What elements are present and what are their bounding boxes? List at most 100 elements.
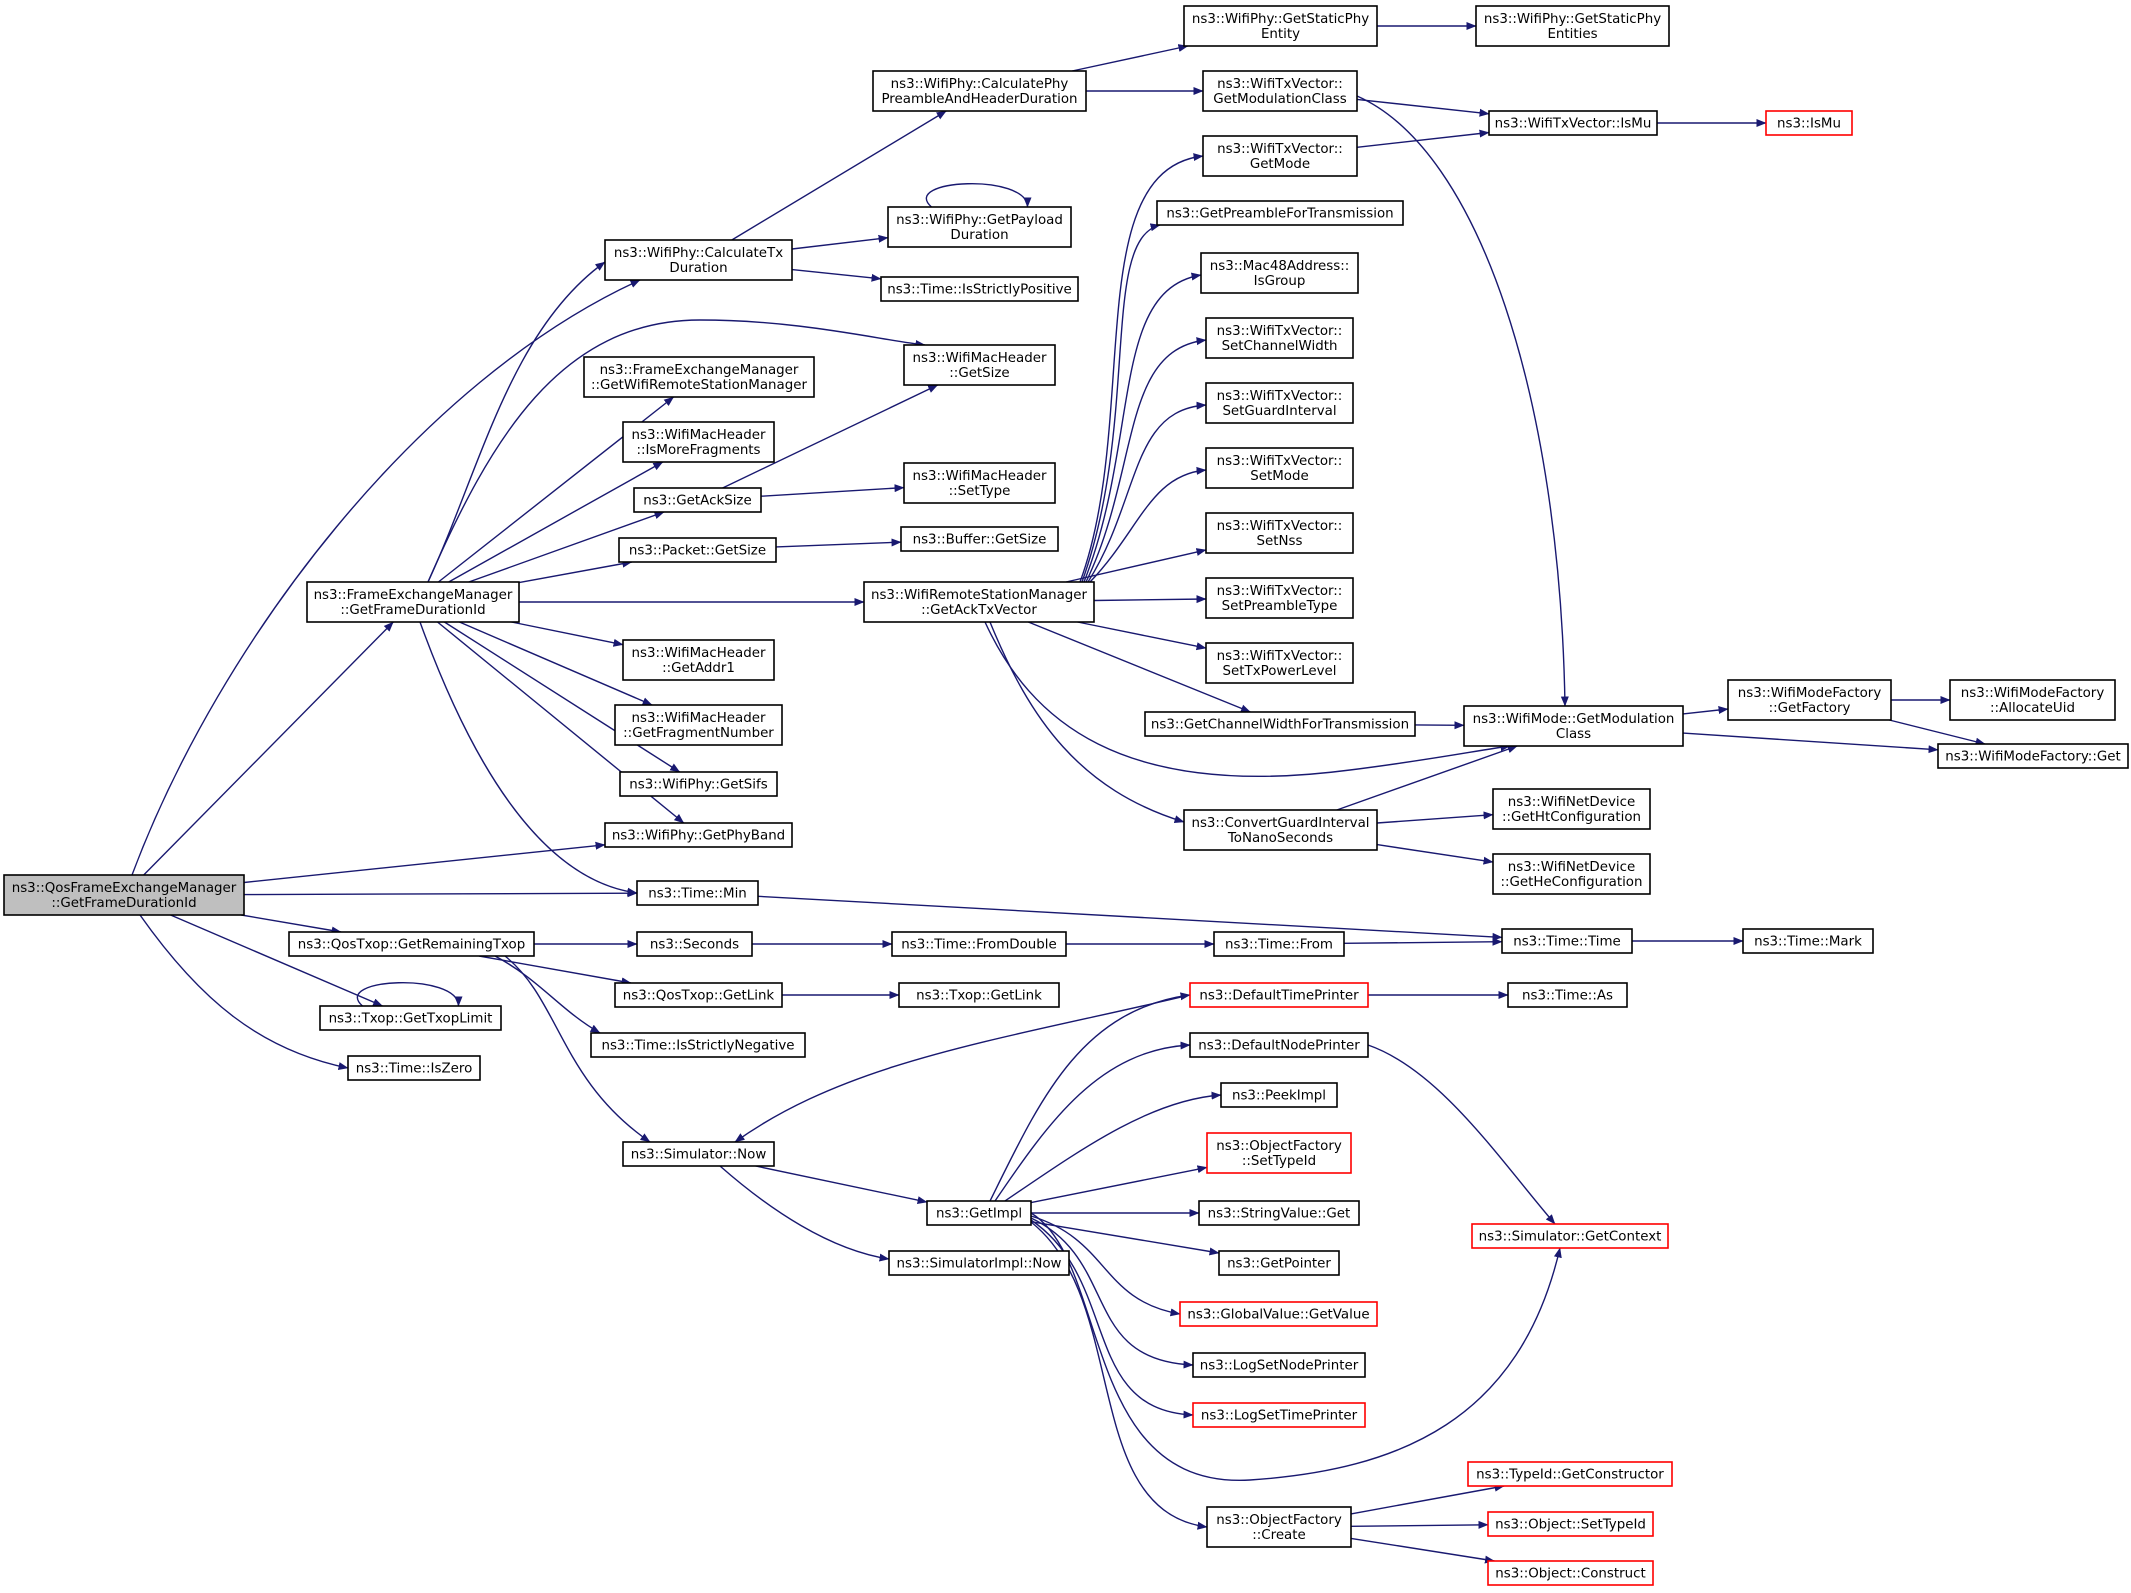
node-box[interactable] xyxy=(1183,809,1378,851)
node-box[interactable] xyxy=(622,421,775,463)
node-getpointer[interactable]: ns3::GetPointer xyxy=(1218,1250,1340,1276)
node-box[interactable] xyxy=(1765,110,1853,136)
node-box[interactable] xyxy=(1507,982,1628,1008)
node-of-sti[interactable]: ns3::ObjectFactory::SetTypeId xyxy=(1206,1132,1352,1174)
node-box[interactable] xyxy=(636,880,759,906)
node-mh-ga1[interactable]: ns3::WifiMacHeader::GetAddr1 xyxy=(622,639,775,681)
node-time-time[interactable]: ns3::Time::Time xyxy=(1501,928,1633,954)
node-time-isn[interactable]: ns3::Time::IsStrictlyNegative xyxy=(590,1032,806,1058)
node-box[interactable] xyxy=(1487,1511,1654,1537)
node-box[interactable] xyxy=(1192,1402,1366,1428)
node-box[interactable] xyxy=(1156,200,1404,226)
node-getacksize[interactable]: ns3::GetAckSize xyxy=(633,487,762,513)
node-mf-get[interactable]: ns3::WifiModeFactory::Get xyxy=(1937,743,2129,769)
node-box[interactable] xyxy=(306,581,520,623)
node-box[interactable] xyxy=(1727,679,1892,721)
node-obj-construct[interactable]: ns3::Object::Construct xyxy=(1487,1560,1654,1586)
node-box[interactable] xyxy=(900,526,1059,552)
node-mh-gsize[interactable]: ns3::WifiMacHeader::GetSize xyxy=(903,344,1056,386)
node-tv-gmc[interactable]: ns3::WifiTxVector::GetModulationClass xyxy=(1202,70,1358,112)
node-box[interactable] xyxy=(903,462,1056,504)
node-box[interactable] xyxy=(1192,1352,1366,1378)
node-gpft[interactable]: ns3::GetPreambleForTransmission xyxy=(1156,200,1404,226)
node-rsm-gatv[interactable]: ns3::WifiRemoteStationManager::GetAckTxV… xyxy=(863,581,1095,623)
node-box[interactable] xyxy=(619,771,778,797)
node-mac48-ig[interactable]: ns3::Mac48Address::IsGroup xyxy=(1200,252,1359,294)
node-qtxop-gl[interactable]: ns3::QosTxop::GetLink xyxy=(614,982,783,1008)
node-box[interactable] xyxy=(618,537,777,563)
node-box[interactable] xyxy=(1467,1461,1673,1487)
node-mf-gf[interactable]: ns3::WifiModeFactory::GetFactory xyxy=(1727,679,1892,721)
node-box[interactable] xyxy=(1205,577,1354,619)
node-gcwft[interactable]: ns3::GetChannelWidthForTransmission xyxy=(1144,711,1416,737)
node-time-from[interactable]: ns3::Time::From xyxy=(1213,931,1345,957)
node-box[interactable] xyxy=(1218,1250,1340,1276)
node-box[interactable] xyxy=(1487,1560,1654,1586)
node-box[interactable] xyxy=(1144,711,1416,737)
node-nd-ghec[interactable]: ns3::WifiNetDevice::GetHeConfiguration xyxy=(1492,853,1651,895)
node-box[interactable] xyxy=(1205,447,1354,489)
node-box[interactable] xyxy=(604,239,793,281)
node-lsnp[interactable]: ns3::LogSetNodePrinter xyxy=(1192,1352,1366,1378)
node-box[interactable] xyxy=(319,1005,502,1031)
node-box[interactable] xyxy=(880,276,1079,302)
node-dtp[interactable]: ns3::DefaultTimePrinter xyxy=(1189,982,1369,1008)
node-mh-settype[interactable]: ns3::WifiMacHeader::SetType xyxy=(903,462,1056,504)
node-sim-gc[interactable]: ns3::Simulator::GetContext xyxy=(1471,1223,1669,1249)
node-fem-gfd[interactable]: ns3::FrameExchangeManager::GetFrameDurat… xyxy=(306,581,520,623)
node-mode-gmc[interactable]: ns3::WifiMode::GetModulationClass xyxy=(1463,705,1684,747)
node-box[interactable] xyxy=(1501,928,1633,954)
node-qos-gfd[interactable]: ns3::QosFrameExchangeManager::GetFrameDu… xyxy=(3,874,245,916)
node-box[interactable] xyxy=(614,982,783,1008)
node-box[interactable] xyxy=(1205,642,1354,684)
node-txop-gl[interactable]: ns3::Txop::GetLink xyxy=(898,982,1060,1008)
node-box[interactable] xyxy=(1205,382,1354,424)
node-time-as[interactable]: ns3::Time::As xyxy=(1507,982,1628,1008)
node-packet-gs[interactable]: ns3::Packet::GetSize xyxy=(618,537,777,563)
node-box[interactable] xyxy=(926,1200,1032,1226)
node-obj-sti[interactable]: ns3::Object::SetTypeId xyxy=(1487,1511,1654,1537)
node-dnp[interactable]: ns3::DefaultNodePrinter xyxy=(1189,1032,1369,1058)
node-getimpl[interactable]: ns3::GetImpl xyxy=(926,1200,1032,1226)
node-time-iszero[interactable]: ns3::Time::IsZero xyxy=(347,1055,481,1081)
node-mh-gfn[interactable]: ns3::WifiMacHeader::GetFragmentNumber xyxy=(614,704,783,746)
node-box[interactable] xyxy=(898,982,1060,1008)
node-tv-ismu[interactable]: ns3::WifiTxVector::IsMu xyxy=(1488,110,1658,136)
node-box[interactable] xyxy=(1471,1223,1669,1249)
node-buffer-gs[interactable]: ns3::Buffer::GetSize xyxy=(900,526,1059,552)
node-box[interactable] xyxy=(872,70,1087,112)
node-tv-scw[interactable]: ns3::WifiTxVector::SetChannelWidth xyxy=(1205,317,1354,359)
node-seconds[interactable]: ns3::Seconds xyxy=(636,931,753,957)
node-box[interactable] xyxy=(1198,1200,1360,1226)
node-time-mark[interactable]: ns3::Time::Mark xyxy=(1742,928,1874,954)
node-gv-gv[interactable]: ns3::GlobalValue::GetValue xyxy=(1179,1301,1378,1327)
node-box[interactable] xyxy=(1183,5,1378,47)
node-box[interactable] xyxy=(891,931,1067,957)
node-box[interactable] xyxy=(1488,110,1658,136)
node-tv-setnss[interactable]: ns3::WifiTxVector::SetNss xyxy=(1205,512,1354,554)
node-box[interactable] xyxy=(1189,1032,1369,1058)
node-box[interactable] xyxy=(1475,5,1670,47)
node-qtxop-grt[interactable]: ns3::QosTxop::GetRemainingTxop xyxy=(288,931,535,957)
node-box[interactable] xyxy=(1220,1082,1338,1108)
node-lstp[interactable]: ns3::LogSetTimePrinter xyxy=(1192,1402,1366,1428)
node-peekimpl[interactable]: ns3::PeekImpl xyxy=(1220,1082,1338,1108)
node-time-fd[interactable]: ns3::Time::FromDouble xyxy=(891,931,1067,957)
node-box[interactable] xyxy=(590,1032,806,1058)
node-mf-au[interactable]: ns3::WifiModeFactory::AllocateUid xyxy=(1949,679,2116,721)
node-box[interactable] xyxy=(1205,317,1354,359)
node-box[interactable] xyxy=(1492,788,1651,830)
node-box[interactable] xyxy=(863,581,1095,623)
node-box[interactable] xyxy=(614,704,783,746)
node-sim-now[interactable]: ns3::Simulator::Now xyxy=(622,1141,775,1167)
node-tid-gc[interactable]: ns3::TypeId::GetConstructor xyxy=(1467,1461,1673,1487)
node-phy-cphd[interactable]: ns3::WifiPhy::CalculatePhyPreambleAndHea… xyxy=(872,70,1087,112)
node-tv-stpl[interactable]: ns3::WifiTxVector::SetTxPowerLevel xyxy=(1205,642,1354,684)
node-phy-gsifs[interactable]: ns3::WifiPhy::GetSifs xyxy=(619,771,778,797)
node-phy-gpb[interactable]: ns3::WifiPhy::GetPhyBand xyxy=(604,822,793,848)
node-box[interactable] xyxy=(1742,928,1874,954)
node-txop-gtl[interactable]: ns3::Txop::GetTxopLimit xyxy=(319,1005,502,1031)
